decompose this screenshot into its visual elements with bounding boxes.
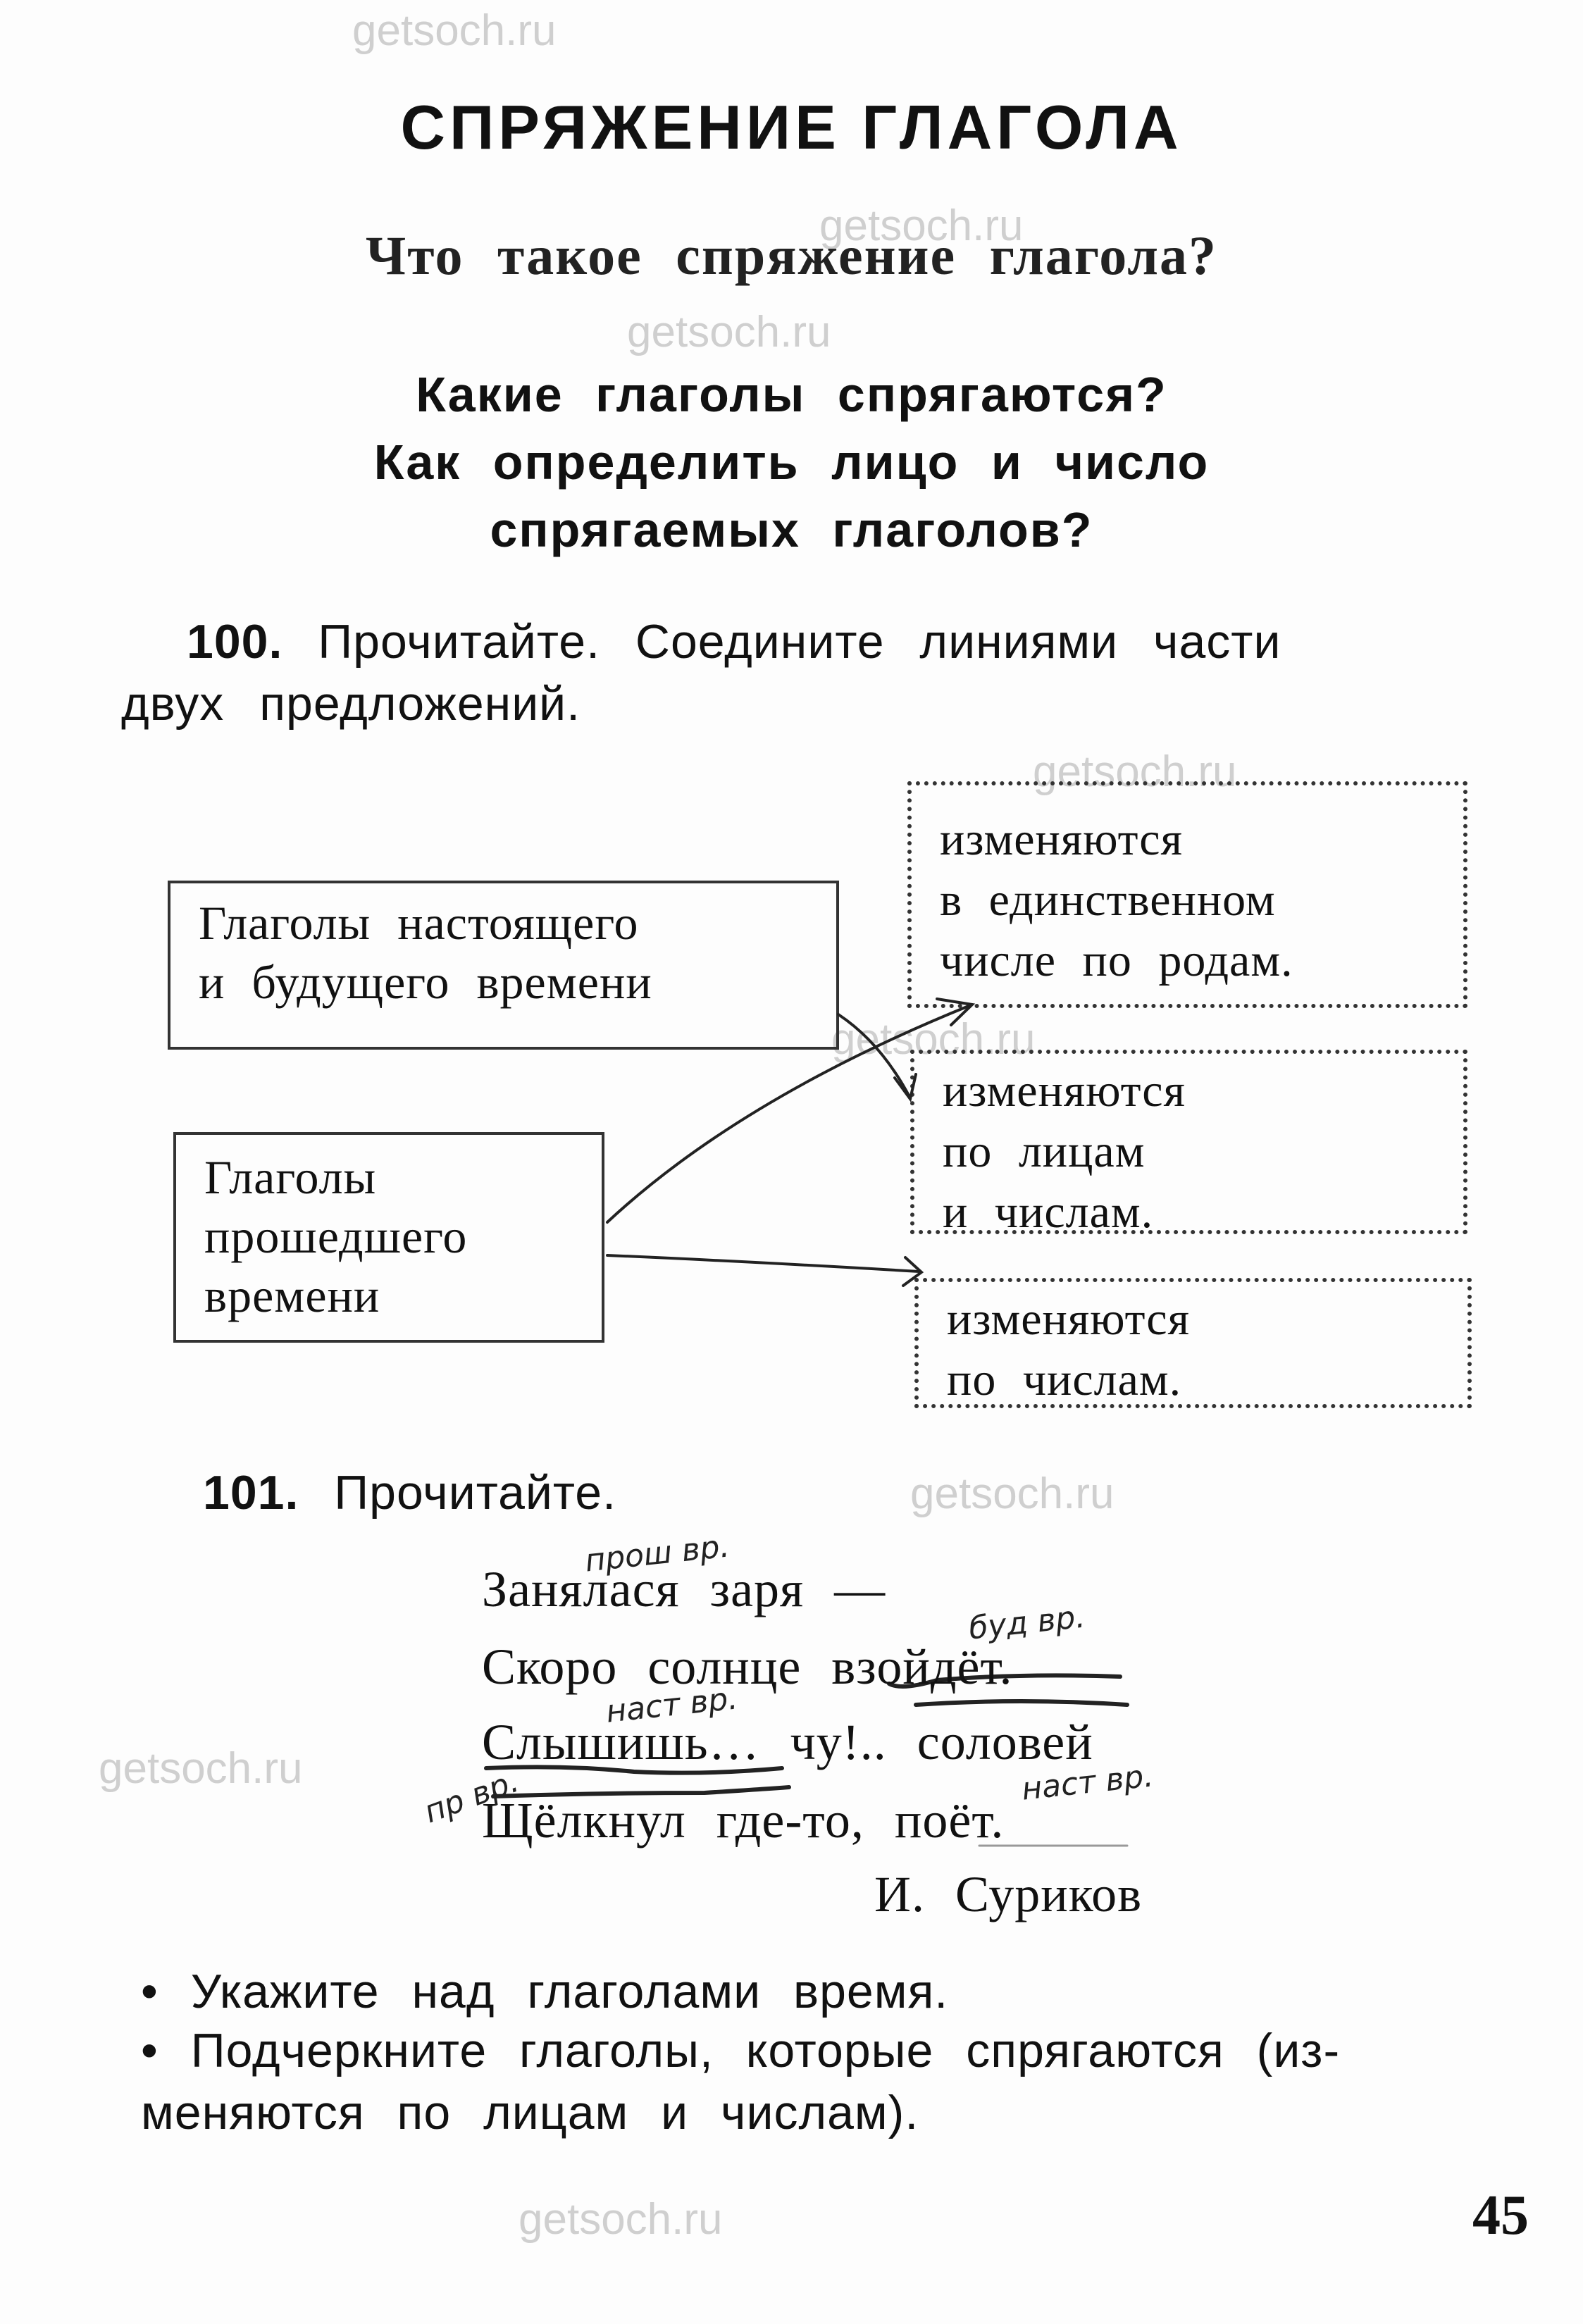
poem-line: Скоро солнце взойдёт.: [482, 1639, 1013, 1695]
question-line: Какие глаголы спрягаются?: [416, 367, 1167, 422]
task-text: Укажите над глаголами время.: [190, 1965, 949, 2018]
instruction: Прочитайте.: [334, 1466, 616, 1520]
task-text: Подчеркните глаголы, которые спрягаются …: [190, 2024, 1341, 2077]
box-line: Глаголы: [204, 1150, 377, 1204]
underline: [484, 1765, 784, 1775]
watermark: getsoch.ru: [519, 2195, 723, 2244]
arrowhead: [936, 998, 976, 1026]
exercise-100-line2: двух предложений.: [121, 677, 581, 731]
watermark: getsoch.ru: [352, 6, 557, 55]
box-line: по лицам: [943, 1126, 1146, 1177]
left-box-present-future: Глаголы настоящего и будущего времени: [168, 881, 839, 1050]
box-line: в единственном: [940, 874, 1276, 926]
box-line: числе по родам.: [940, 935, 1293, 986]
exercise-100-line1: 100. Прочитайте. Соедините линиями части: [187, 614, 1281, 669]
watermark: getsoch.ru: [819, 201, 1024, 250]
box-line: и будущего времени: [199, 955, 652, 1009]
left-box-past: Глаголы прошедшего времени: [173, 1132, 604, 1343]
exercise-number: 100.: [187, 615, 283, 669]
connector-line: [606, 1254, 921, 1273]
box-line: Глаголы настоящего: [199, 896, 639, 950]
watermark: getsoch.ru: [831, 1015, 1036, 1064]
poem-author: И. Суриков: [874, 1866, 1143, 1922]
question-line: спрягаемых глаголов?: [490, 502, 1093, 557]
underline: [491, 1785, 791, 1798]
right-box-person-number: изменяются по лицам и числам.: [910, 1050, 1467, 1238]
box-line: времени: [204, 1269, 380, 1322]
underline: [914, 1699, 1129, 1707]
page-number: 45: [1472, 2185, 1529, 2247]
box-line: изменяются: [943, 1065, 1186, 1117]
poem-line: Занялася заря —: [482, 1561, 886, 1617]
box-line: по числам.: [947, 1354, 1182, 1405]
box-line: изменяются: [947, 1293, 1190, 1345]
poem-line: Слышишь… чу!.. соловей: [482, 1714, 1093, 1770]
connector-line: [837, 1013, 910, 1097]
exercise-number: 101.: [203, 1466, 299, 1520]
arrowhead: [893, 1073, 917, 1102]
exercise-101-heading: 101. Прочитайте.: [203, 1465, 616, 1520]
right-box-number: изменяются по числам.: [914, 1278, 1472, 1408]
question-line: Как определить лицо и число: [373, 435, 1210, 490]
watermark: getsoch.ru: [99, 1744, 303, 1793]
box-line: изменяются: [940, 814, 1183, 865]
arrowhead: [902, 1256, 924, 1287]
connector-line: [606, 1005, 970, 1224]
task-item: • Подчеркните глаголы, которые спрягаютс…: [141, 2024, 1341, 2077]
right-box-gender: изменяются в единственном числе по родам…: [907, 781, 1467, 1008]
box-line: прошедшего: [204, 1210, 468, 1263]
underline: [887, 1673, 1122, 1689]
subtitle: Что такое спряжение глагола?: [365, 225, 1218, 286]
instruction: Прочитайте. Соедините линиями части: [318, 615, 1281, 669]
task-item-continued: меняются по лицам и числам).: [141, 2086, 919, 2139]
watermark: getsoch.ru: [627, 308, 831, 356]
task-item: • Укажите над глаголами время.: [141, 1965, 949, 2018]
poem-line: Щёлкнул где-то, поёт.: [482, 1792, 1005, 1848]
box-line: и числам.: [943, 1186, 1154, 1238]
page-title: СПРЯЖЕНИЕ ГЛАГОЛА: [400, 92, 1183, 162]
watermark: getsoch.ru: [1033, 747, 1237, 796]
watermark: getsoch.ru: [910, 1469, 1115, 1518]
